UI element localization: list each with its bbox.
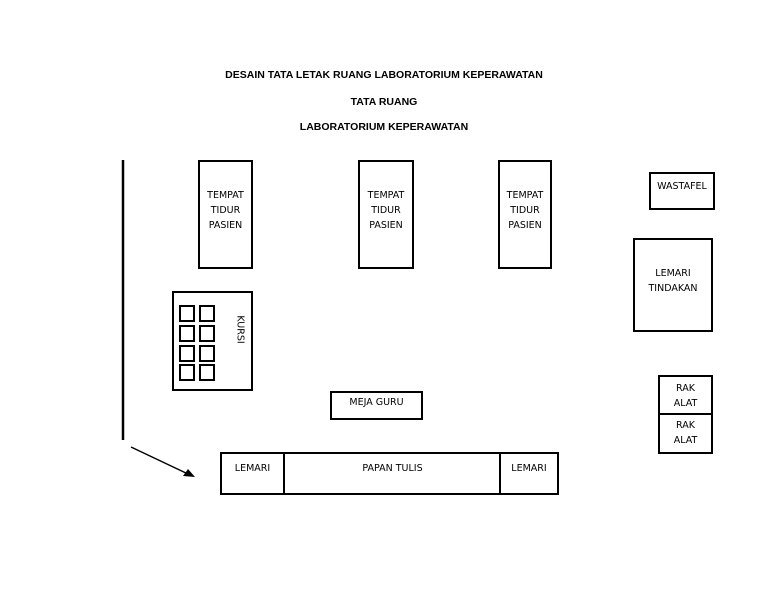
kursi-area: KURSI — [172, 291, 253, 391]
bed-3-line-1: TEMPAT — [506, 190, 544, 201]
meja-guru-box: MEJA GURU — [330, 391, 423, 420]
entry-arrow-head — [183, 469, 195, 477]
diagram-subtitle-1: TATA RUANG — [350, 96, 418, 108]
kursi-label: KURSI — [234, 315, 246, 344]
diagram-subtitle-2: LABORATORIUM KEPERAWATAN — [299, 121, 469, 133]
bed-2-line-3: PASIEN — [369, 220, 403, 231]
lemari-left-label: LEMARI — [234, 463, 271, 474]
bed-3: TEMPAT TIDUR PASIEN — [498, 160, 552, 269]
chair-4 — [199, 325, 215, 342]
rak-alat-1-line-1: RAK — [676, 383, 695, 394]
wastafel-box: WASTAFEL — [649, 172, 715, 210]
entry-arrow-shaft — [130, 446, 189, 475]
bed-3-line-3: PASIEN — [508, 220, 542, 231]
rak-alat-1: RAK ALAT — [660, 377, 711, 415]
chair-5 — [179, 345, 195, 362]
chair-7 — [179, 364, 195, 381]
chair-2 — [199, 305, 215, 322]
bottom-wall-unit: LEMARI PAPAN TULIS LEMARI — [220, 452, 559, 495]
rak-alat-stack: RAK ALAT RAK ALAT — [658, 375, 713, 454]
bed-3-line-2: TIDUR — [510, 205, 540, 216]
bed-1-line-2: TIDUR — [210, 205, 241, 216]
papan-tulis-label: PAPAN TULIS — [362, 463, 423, 474]
rak-alat-2-line-1: RAK — [676, 420, 695, 431]
chair-6 — [199, 345, 215, 362]
papan-tulis: PAPAN TULIS — [285, 454, 500, 493]
rak-alat-2: RAK ALAT — [660, 415, 711, 455]
bed-1: TEMPAT TIDUR PASIEN — [198, 160, 253, 269]
bed-2: TEMPAT TIDUR PASIEN — [358, 160, 414, 269]
bed-2-line-1: TEMPAT — [367, 190, 405, 201]
wastafel-label: WASTAFEL — [657, 181, 707, 192]
lemari-left: LEMARI — [222, 454, 285, 493]
lemari-right-label: LEMARI — [511, 463, 547, 474]
rak-alat-1-line-2: ALAT — [673, 398, 698, 409]
lemari-tindakan-line-2: TINDAKAN — [648, 283, 698, 294]
chair-8 — [199, 364, 215, 381]
diagram-title: DESAIN TATA LETAK RUANG LABORATORIUM KEP… — [225, 69, 543, 81]
lemari-tindakan-box: LEMARI TINDAKAN — [633, 238, 713, 332]
rak-alat-2-line-2: ALAT — [673, 435, 698, 446]
lemari-tindakan-line-1: LEMARI — [655, 268, 691, 279]
meja-guru-label: MEJA GURU — [349, 397, 404, 408]
chair-3 — [179, 325, 195, 342]
chair-1 — [179, 305, 195, 322]
bed-1-line-1: TEMPAT — [207, 190, 244, 201]
lemari-right: LEMARI — [499, 454, 557, 493]
bed-1-line-3: PASIEN — [208, 220, 243, 231]
bed-2-line-2: TIDUR — [371, 205, 401, 216]
